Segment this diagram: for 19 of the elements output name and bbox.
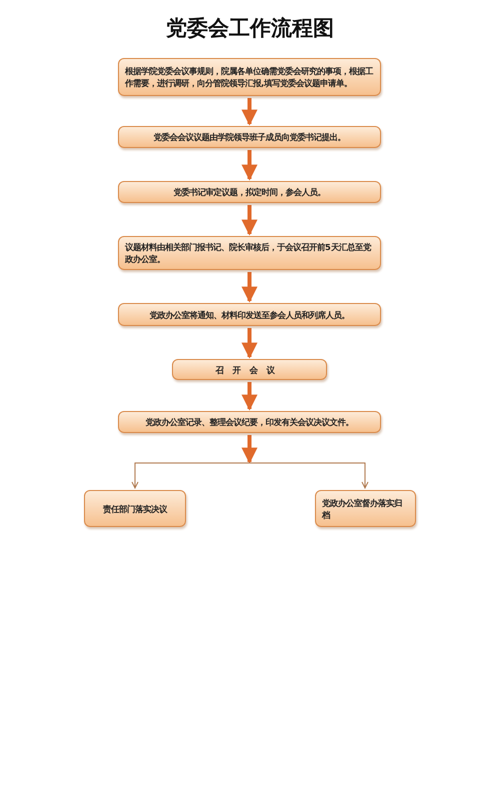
arrow xyxy=(242,328,258,359)
process-box: 党政办公室将通知、材料印发送至参会人员和列席人员。 xyxy=(118,303,381,326)
process-box: 根据学院党委会议事规则，院属各单位确需党委会研究的事项，根据工作需要，进行调研，向分管院领导汇报,填写党委会议题申请单。 xyxy=(118,58,381,96)
arrow xyxy=(242,150,258,181)
process-box: 党政办公室记录、整理会议纪要，印发有关会议决议文件。 xyxy=(118,411,381,433)
process-box: 召开会议 xyxy=(172,359,327,380)
arrow xyxy=(242,205,258,236)
process-box: 责任部门落实决议 xyxy=(84,490,186,527)
branch-arrow xyxy=(132,462,250,488)
arrow xyxy=(242,382,258,411)
arrow xyxy=(242,98,258,126)
process-box: 党委书记审定议题，拟定时间，参会人员。 xyxy=(118,181,381,203)
branch-arrow xyxy=(249,462,368,488)
title: 党委会工作流程图 xyxy=(165,14,335,42)
process-box: 党委会会议议题由学院领导班子成员向党委书记提出。 xyxy=(118,126,381,148)
arrow xyxy=(242,272,258,303)
arrow xyxy=(242,435,258,464)
process-box: 党政办公室督办落实归档 xyxy=(315,490,416,527)
process-box: 议题材料由相关部门报书记、院长审核后，于会议召开前5天汇总至党政办公室。 xyxy=(118,236,381,270)
